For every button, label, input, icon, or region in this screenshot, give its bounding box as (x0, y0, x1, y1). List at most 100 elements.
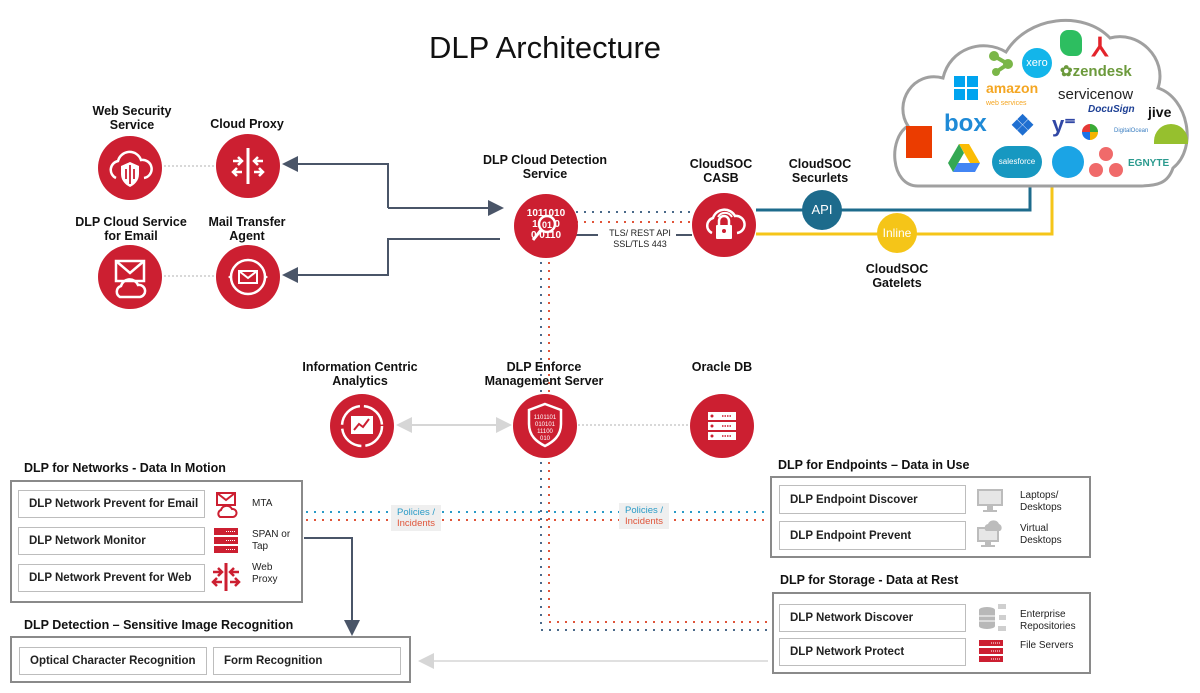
jive-logo: jive (1148, 104, 1172, 120)
office-logo-icon (906, 126, 932, 158)
virtual-desktops-side-label: Virtual Desktops (1020, 523, 1062, 546)
detection-group-title: DLP Detection – Sensitive Image Recognit… (24, 618, 294, 632)
svg-text:0 0110: 0 0110 (531, 230, 561, 241)
mail-cloud-icon (216, 492, 238, 518)
evernote-logo-icon (1060, 30, 1082, 56)
policies-incidents-badge-right: Policies / Incidents (619, 503, 670, 529)
svg-text:010: 010 (540, 436, 551, 442)
xero-logo: xero (1022, 48, 1052, 78)
inline-badge[interactable]: Inline (877, 213, 917, 253)
file-server-icon (979, 640, 1003, 662)
mail-cycle-icon (228, 258, 268, 296)
policies-incidents-badge-left: Policies / Incidents (391, 505, 442, 531)
network-monitor[interactable]: DLP Network Monitor (18, 527, 205, 555)
binary-shield-icon: 1101101 010101 11100 010 (527, 402, 563, 448)
cloud-detection-node[interactable]: 1011010 10 0 0 0 0110 01 (514, 194, 578, 258)
google-drive-logo-icon (948, 144, 980, 172)
svg-text:01: 01 (542, 220, 552, 230)
storage-group-title: DLP for Storage - Data at Rest (780, 573, 959, 587)
network-discover[interactable]: DLP Network Discover (779, 604, 966, 632)
cloud-app-logo-icon (1052, 146, 1084, 178)
arrow-networks-detection (304, 537, 360, 636)
proxy-arrows-icon (211, 563, 241, 591)
line-inline (756, 180, 1054, 236)
zendesk-logo: ✿zendesk (1060, 63, 1132, 80)
policies-text: Policies / (397, 507, 436, 518)
protocol-line-2: SSL/TLS 443 (613, 239, 667, 249)
enforce-label: DLP Enforce Management Server (484, 360, 604, 388)
page-title: DLP Architecture (428, 30, 662, 65)
servicenow-logo: servicenow (1058, 86, 1134, 103)
span-tap-side-label: SPAN or Tap (252, 529, 291, 552)
protocol-line-1: TLS/ REST API (609, 228, 671, 238)
cloud-proxy-node[interactable] (216, 134, 280, 198)
protocol-label: TLS/ REST API SSL/TLS 443 (585, 228, 695, 250)
endpoint-discover[interactable]: DLP Endpoint Discover (779, 485, 966, 514)
ica-label: Information Centric Analytics (302, 360, 418, 388)
pinwheel-logo-icon (1082, 124, 1098, 140)
web-security-node[interactable] (98, 136, 162, 200)
arrow-detection-proxy (282, 156, 389, 208)
web-proxy-side-label: Web Proxy (252, 562, 278, 585)
api-badge[interactable]: API (802, 190, 842, 230)
gatelets-label: CloudSOC Gatelets (865, 262, 929, 290)
cloud-monitor-icon (977, 520, 1002, 547)
monitor-icon (977, 489, 1003, 512)
server-stack-icon (708, 412, 736, 440)
acrobat-logo-icon: ⅄ (1092, 32, 1108, 62)
incidents-text: Incidents (625, 516, 664, 527)
ocr-item[interactable]: Optical Character Recognition (19, 647, 207, 675)
network-prevent-web[interactable]: DLP Network Prevent for Web (18, 564, 205, 592)
laptops-side-label: Laptops/ Desktops (1020, 490, 1062, 513)
surveymonkey-logo-icon (1154, 124, 1188, 144)
endpoint-prevent[interactable]: DLP Endpoint Prevent (779, 521, 966, 550)
svg-text:010101: 010101 (535, 422, 556, 428)
dlp-cloud-email-node[interactable] (98, 245, 162, 309)
svg-text:11100: 11100 (537, 429, 553, 435)
casb-node[interactable] (692, 193, 756, 257)
cloud-apps: xero ⅄ ✿zendesk amazon web services servi… (888, 8, 1194, 188)
oracle-db-label: Oracle DB (691, 360, 753, 374)
asana-logo-icon (1088, 146, 1124, 178)
dropbox-logo-icon: ❖ (1010, 110, 1036, 141)
securlets-label: CloudSOC Securlets (788, 157, 852, 185)
web-security-label: Web Security Service (92, 104, 172, 132)
networks-group-title: DLP for Networks - Data In Motion (24, 461, 226, 475)
egnyte-logo: EGNYTE (1128, 158, 1170, 169)
aws-text: amazon (986, 80, 1039, 96)
incidents-text: Incidents (397, 518, 436, 529)
cloud-detection-label: DLP Cloud Detection Service (482, 153, 608, 181)
cloud-proxy-label: Cloud Proxy (210, 117, 284, 131)
mta-side-label: MTA (252, 498, 273, 509)
analytics-chart-icon (340, 404, 384, 448)
network-prevent-email[interactable]: DLP Network Prevent for Email (18, 490, 205, 518)
svg-text:1011010: 1011010 (527, 208, 566, 219)
digitalocean-logo: DigitalOcean (1114, 128, 1149, 134)
line-api (756, 180, 1032, 212)
aws-logo: amazon web services (986, 80, 1039, 110)
server-stack-icon (214, 528, 238, 553)
policies-text: Policies / (625, 505, 664, 516)
enforce-node[interactable]: 1101101 010101 11100 010 (513, 394, 577, 458)
nexus-logo-icon (988, 50, 1014, 76)
cloud-lock-icon (706, 208, 746, 239)
endpoints-group-title: DLP for Endpoints – Data in Use (778, 458, 970, 472)
network-protect[interactable]: DLP Network Protect (779, 638, 966, 666)
zendesk-text: zendesk (1072, 63, 1132, 80)
oracle-db-node[interactable] (690, 394, 754, 458)
cloud-shield-icon (109, 150, 153, 187)
file-servers-side-label: File Servers (1020, 640, 1074, 651)
arrow-detection-mta (282, 238, 500, 283)
ica-node[interactable] (330, 394, 394, 458)
casb-label: CloudSOC CASB (689, 157, 753, 185)
mta-node[interactable] (216, 245, 280, 309)
proxy-arrows-icon (231, 148, 265, 184)
form-recognition-item[interactable]: Form Recognition (213, 647, 401, 675)
yammer-logo-icon: y⁼ (1052, 112, 1076, 137)
svg-text:1101101: 1101101 (534, 415, 557, 421)
salesforce-logo: salesforce (992, 146, 1042, 178)
binary-magnifier-icon: 1011010 10 0 0 0 0110 01 (527, 208, 566, 241)
dlp-cloud-email-label: DLP Cloud Service for Email (75, 215, 187, 243)
aws-sub-text: web services (986, 100, 1027, 107)
mta-label: Mail Transfer Agent (208, 215, 286, 243)
